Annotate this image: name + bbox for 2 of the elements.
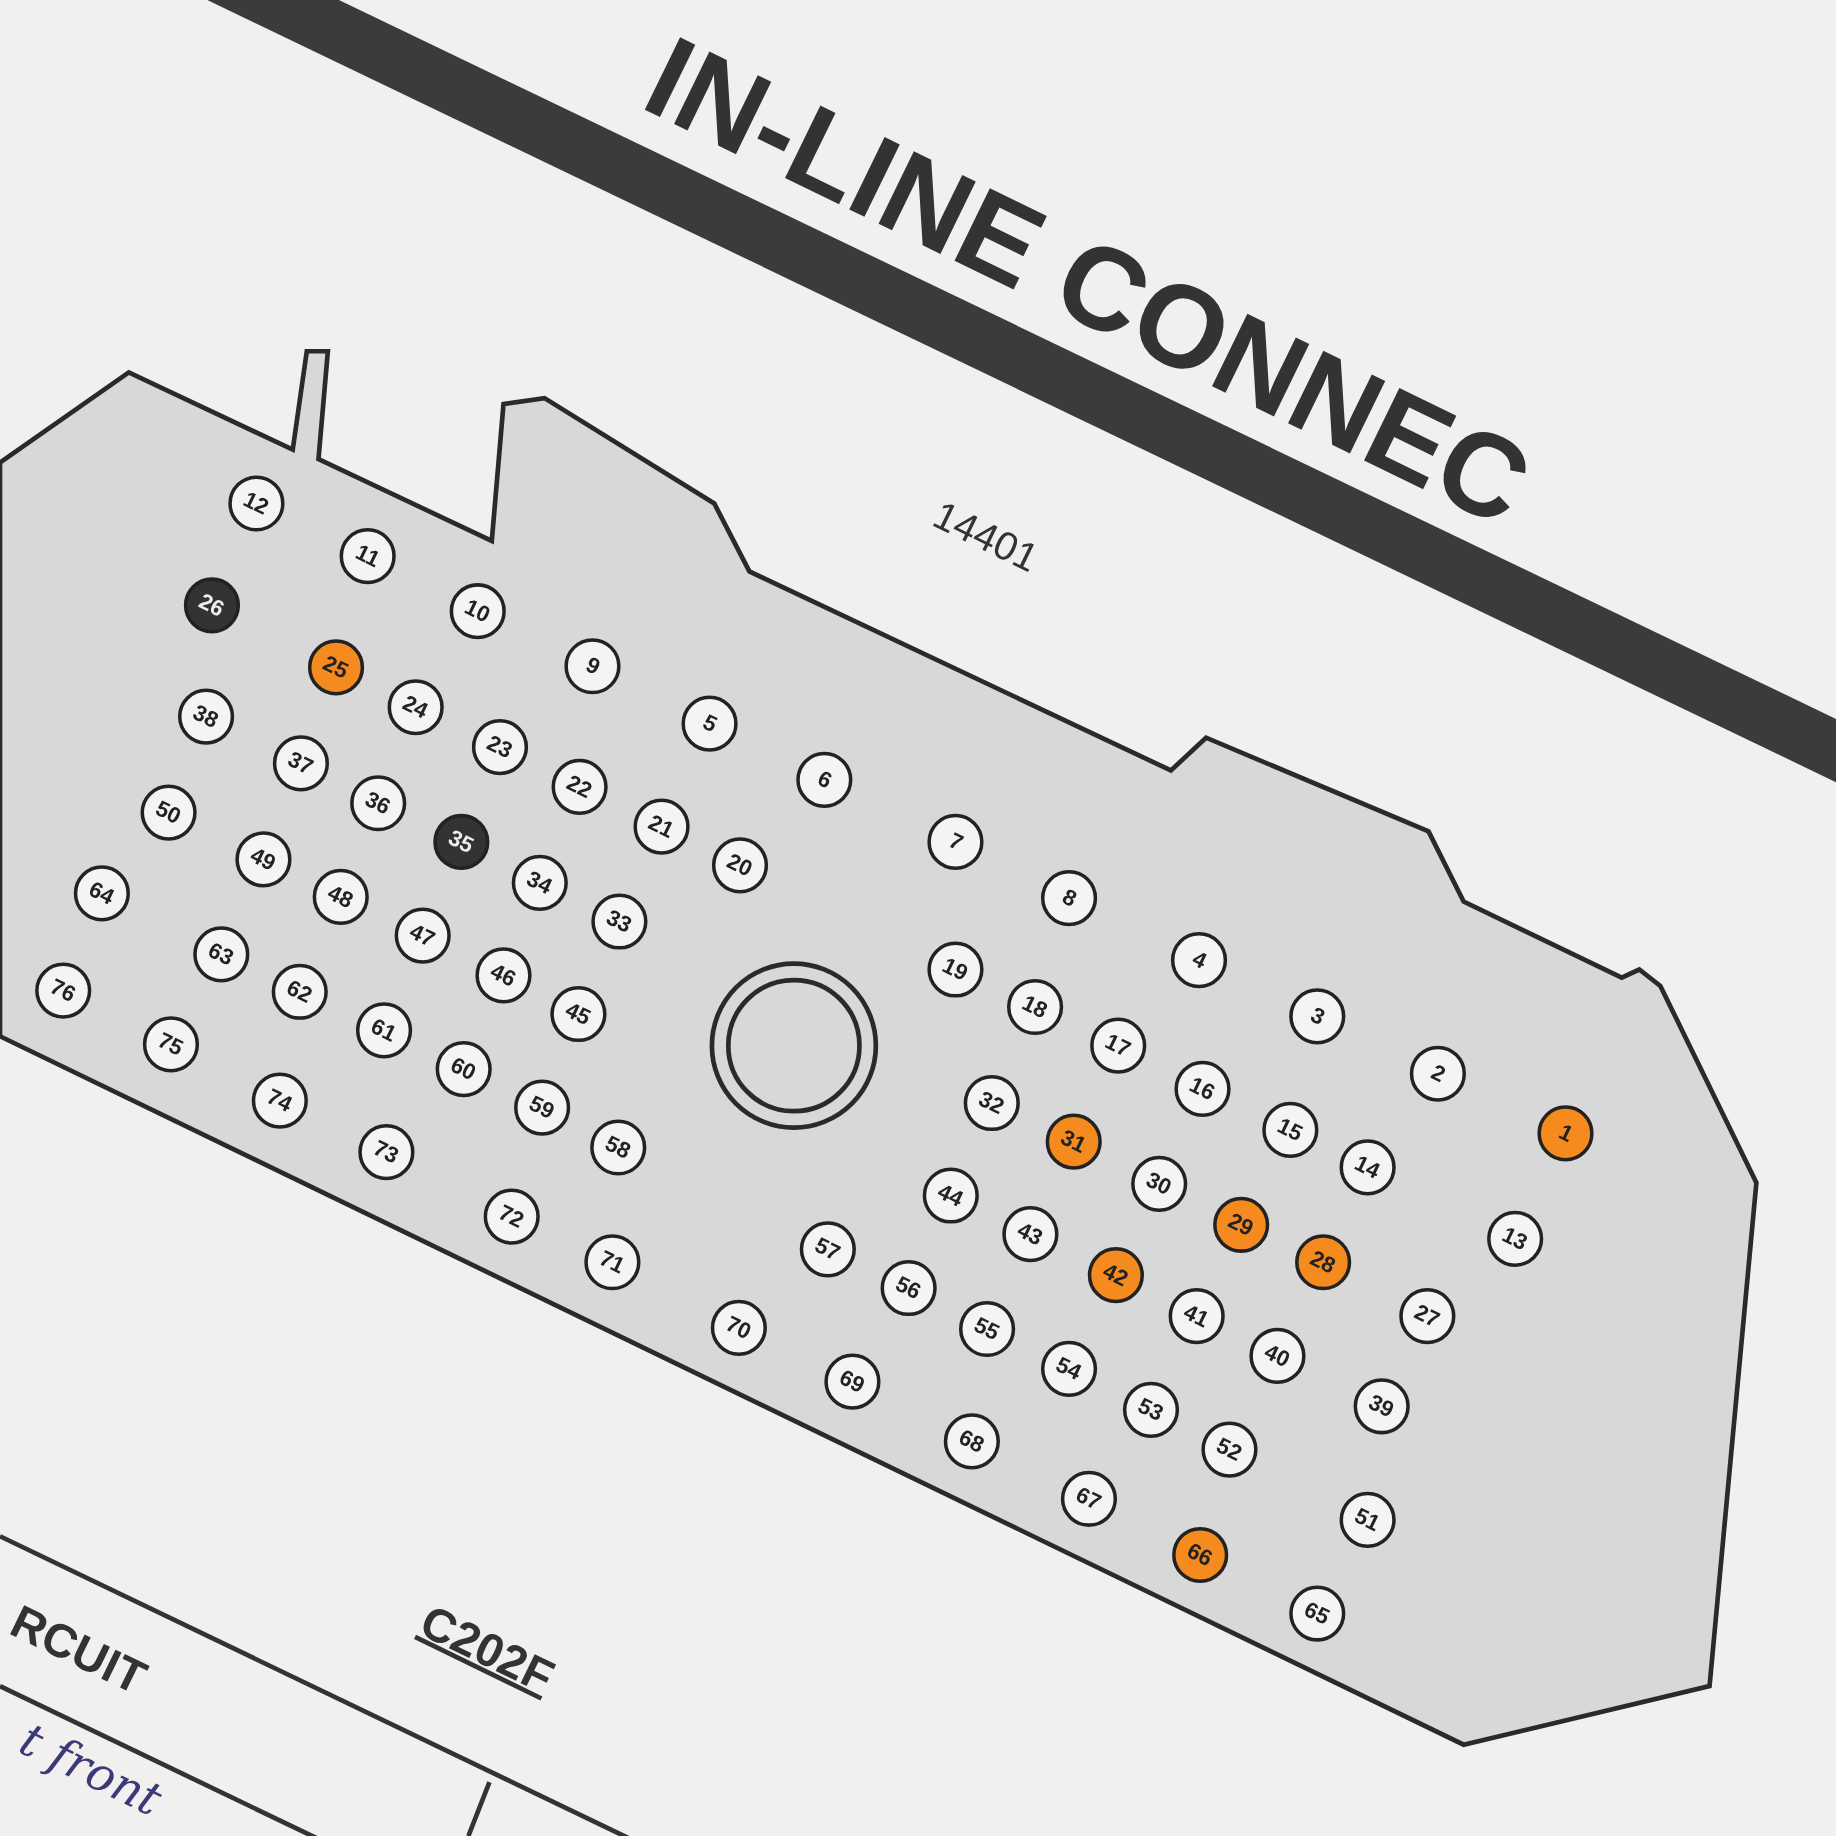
connector-id: C202F bbox=[412, 1594, 562, 1704]
handwritten-note: t front bbox=[11, 1711, 171, 1827]
